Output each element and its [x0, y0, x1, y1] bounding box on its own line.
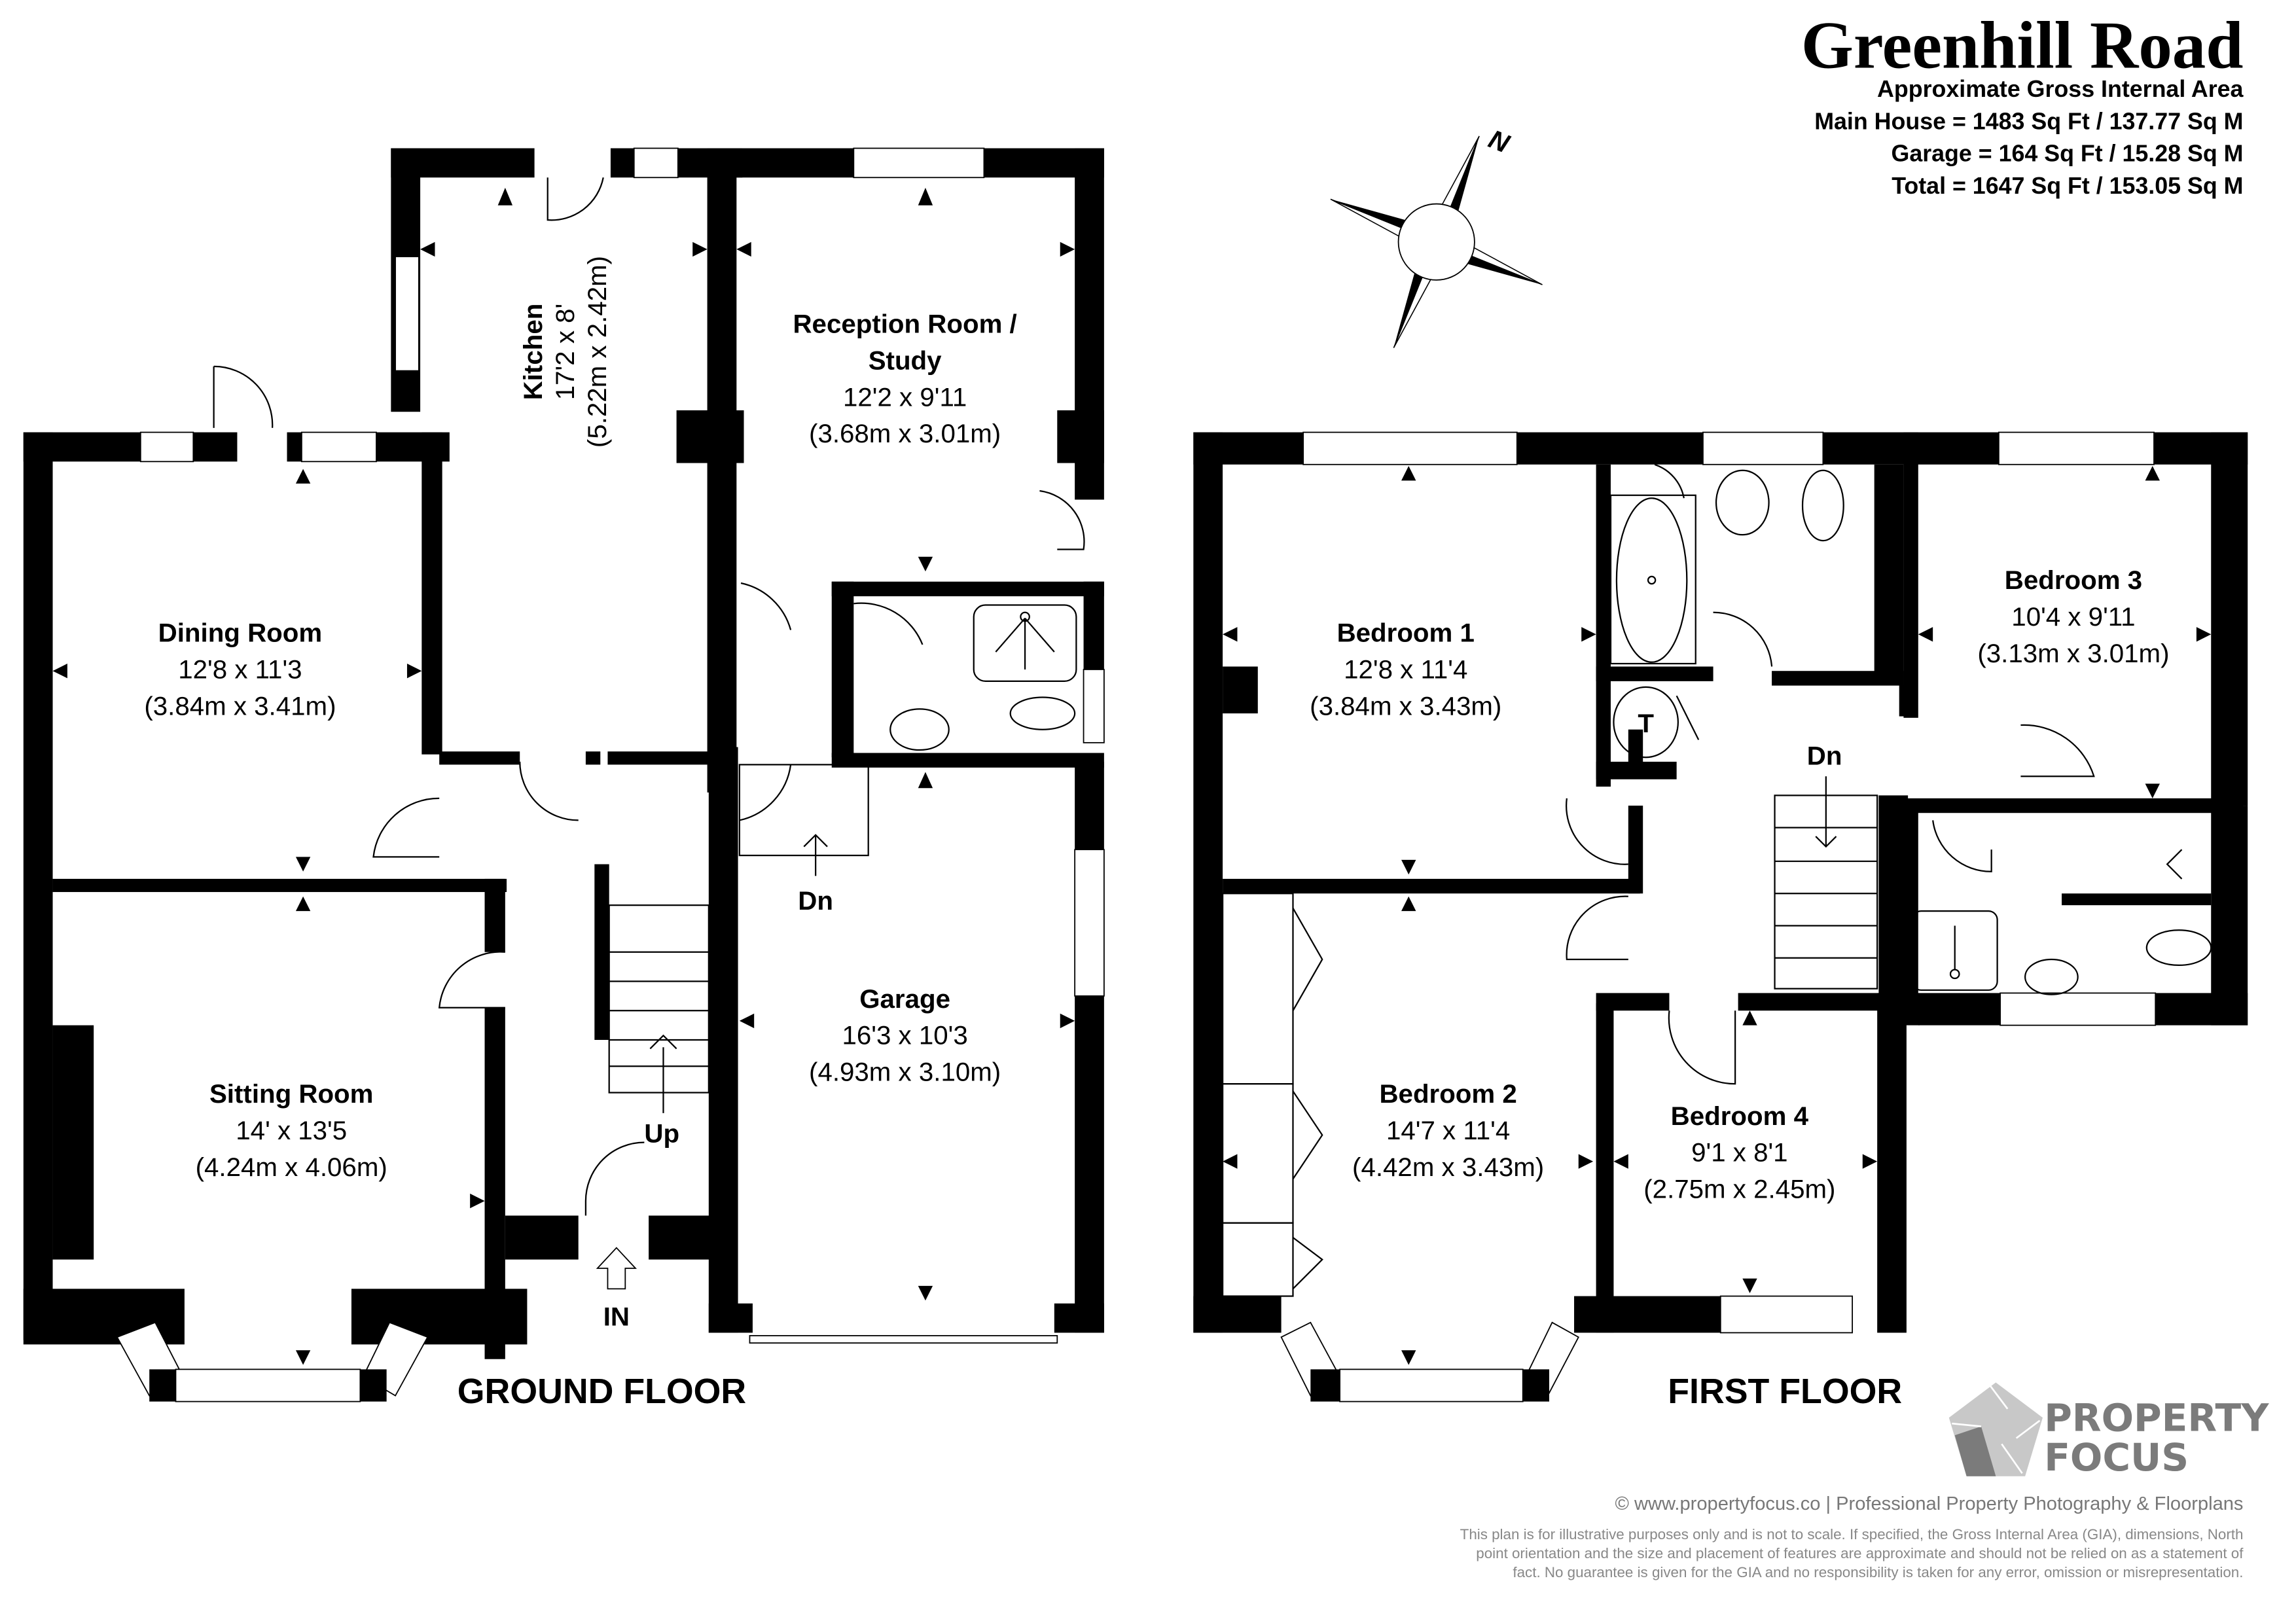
hot-water-tank-icon [1613, 686, 1679, 758]
svg-text:Kitchen: Kitchen [518, 304, 548, 401]
svg-text:17'2 x 8': 17'2 x 8' [550, 304, 580, 400]
brand-line-1: PROPERTY [2044, 1395, 2269, 1440]
svg-text:14' x 13'5: 14' x 13'5 [236, 1116, 347, 1145]
svg-text:Reception Room /: Reception Room / [793, 309, 1016, 338]
total-area: Total = 1647 Sq Ft / 153.05 Sq M [1892, 173, 2243, 199]
svg-text:(3.68m x 3.01m): (3.68m x 3.01m) [809, 419, 1001, 448]
main-house-area: Main House = 1483 Sq Ft / 137.77 Sq M [1814, 108, 2243, 134]
ensuite-basin-icon [2024, 958, 2079, 995]
property-focus-logo-icon [1948, 1382, 2043, 1476]
disclaimer-line-3: fact. No guarantee is given for the GIA … [1513, 1564, 2243, 1580]
svg-text:12'8 x 11'3: 12'8 x 11'3 [178, 654, 302, 684]
entrance-label: IN [603, 1302, 630, 1331]
ground-floor-label: GROUND FLOOR [457, 1372, 746, 1411]
brand-line-2: FOCUS [2044, 1435, 2189, 1480]
ensuite-toilet-icon [2145, 929, 2212, 967]
room-dining: Dining Room 12'8 x 11'3 (3.84m x 3.41m) [144, 618, 336, 721]
svg-text:12'8 x 11'4: 12'8 x 11'4 [1344, 654, 1467, 684]
bathtub-icon [1609, 494, 1696, 665]
north-label: N [1484, 124, 1514, 159]
svg-text:Dining Room: Dining Room [158, 618, 323, 647]
svg-text:16'3 x 10'3: 16'3 x 10'3 [842, 1021, 967, 1050]
svg-text:(3.84m x 3.41m): (3.84m x 3.41m) [144, 691, 336, 721]
svg-text:Bedroom 1: Bedroom 1 [1337, 618, 1475, 647]
dimension-markers [52, 187, 1075, 1365]
stairs-up-label: Up [644, 1119, 679, 1149]
svg-text:Bedroom 3: Bedroom 3 [2005, 565, 2142, 595]
svg-text:Bedroom 4: Bedroom 4 [1671, 1101, 1809, 1131]
svg-text:Bedroom 2: Bedroom 2 [1379, 1079, 1516, 1109]
ensuite-shower-icon [1911, 910, 1998, 991]
svg-text:(4.42m x 3.43m): (4.42m x 3.43m) [1352, 1152, 1544, 1182]
svg-text:(4.24m x 4.06m): (4.24m x 4.06m) [196, 1152, 387, 1182]
room-sitting: Sitting Room 14' x 13'5 (4.24m x 4.06m) [196, 1079, 387, 1182]
room-bedroom-2: Bedroom 2 14'7 x 11'4 (4.42m x 3.43m) [1352, 1079, 1544, 1182]
tank-label: T [1638, 709, 1654, 738]
area-subtitle: Approximate Gross Internal Area [1877, 76, 2244, 102]
svg-text:(3.13m x 3.01m): (3.13m x 3.01m) [1977, 639, 2169, 668]
room-kitchen: Kitchen 17'2 x 8' (5.22m x 2.42m) [518, 256, 612, 448]
first-floor-dimension-markers [1223, 466, 2212, 1365]
garage-stairs-down-label: Dn [798, 886, 833, 916]
wardrobe-doors [1221, 893, 1323, 1297]
room-bedroom-3: Bedroom 3 10'4 x 9'11 (3.13m x 3.01m) [1977, 565, 2169, 668]
garage-door [749, 1335, 1058, 1344]
room-bedroom-1: Bedroom 1 12'8 x 11'4 (3.84m x 3.43m) [1310, 618, 1501, 721]
svg-text:10'4 x 9'11: 10'4 x 9'11 [2011, 602, 2135, 632]
dining-sitting-wall [52, 878, 507, 893]
first-floor-plan [1193, 431, 2248, 1402]
svg-text:(5.22m x 2.42m): (5.22m x 2.42m) [583, 256, 612, 448]
disclaimer-line-2: point orientation and the size and place… [1476, 1545, 2244, 1561]
svg-text:(3.84m x 3.43m): (3.84m x 3.43m) [1310, 691, 1501, 721]
door-swings [213, 177, 1085, 1216]
svg-text:Sitting Room: Sitting Room [209, 1079, 374, 1109]
entrance-arrow-icon [596, 1247, 637, 1290]
room-reception-study: Reception Room / Study 12'2 x 9'11 (3.68… [793, 309, 1016, 448]
garage-area: Garage = 164 Sq Ft / 15.28 Sq M [1892, 141, 2244, 167]
svg-text:9'1 x 8'1: 9'1 x 8'1 [1691, 1138, 1787, 1168]
credit-line: © www.propertyfocus.co | Professional Pr… [1615, 1493, 2244, 1514]
header: Greenhill Road Approximate Gross Interna… [1801, 8, 2244, 198]
first-floor-stairs [1774, 776, 1878, 990]
svg-text:Study: Study [869, 346, 942, 375]
svg-text:14'7 x 11'4: 14'7 x 11'4 [1386, 1116, 1510, 1145]
bathroom-toilet-icon [1801, 469, 1844, 542]
svg-text:12'2 x 9'11: 12'2 x 9'11 [843, 382, 967, 412]
svg-text:(2.75m x 2.45m): (2.75m x 2.45m) [1643, 1175, 1835, 1204]
shower-tray-icon [973, 604, 1077, 683]
first-floor-stairs-down-label: Dn [1807, 741, 1842, 770]
first-floor-label: FIRST FLOOR [1668, 1372, 1902, 1411]
stair-wall [594, 864, 609, 1041]
kitchen-reception-wall [707, 148, 737, 793]
bathroom-basin-icon [1715, 469, 1770, 536]
svg-text:(4.93m x 3.10m): (4.93m x 3.10m) [809, 1058, 1001, 1087]
disclaimer-line-1: This plan is for illustrative purposes o… [1460, 1526, 2244, 1543]
svg-text:Garage: Garage [859, 984, 950, 1014]
toilet-icon [1009, 696, 1076, 730]
basin-icon [889, 708, 950, 751]
ground-stairs [608, 904, 709, 1113]
property-title: Greenhill Road [1801, 8, 2244, 82]
room-garage: Garage 16'3 x 10'3 (4.93m x 3.10m) [809, 984, 1001, 1087]
compass-rose-icon [1330, 135, 1543, 348]
ground-floor-plan [23, 147, 1105, 1402]
room-bedroom-4: Bedroom 4 9'1 x 8'1 (2.75m x 2.45m) [1643, 1101, 1835, 1204]
first-floor-door-swings [1566, 463, 2183, 1085]
